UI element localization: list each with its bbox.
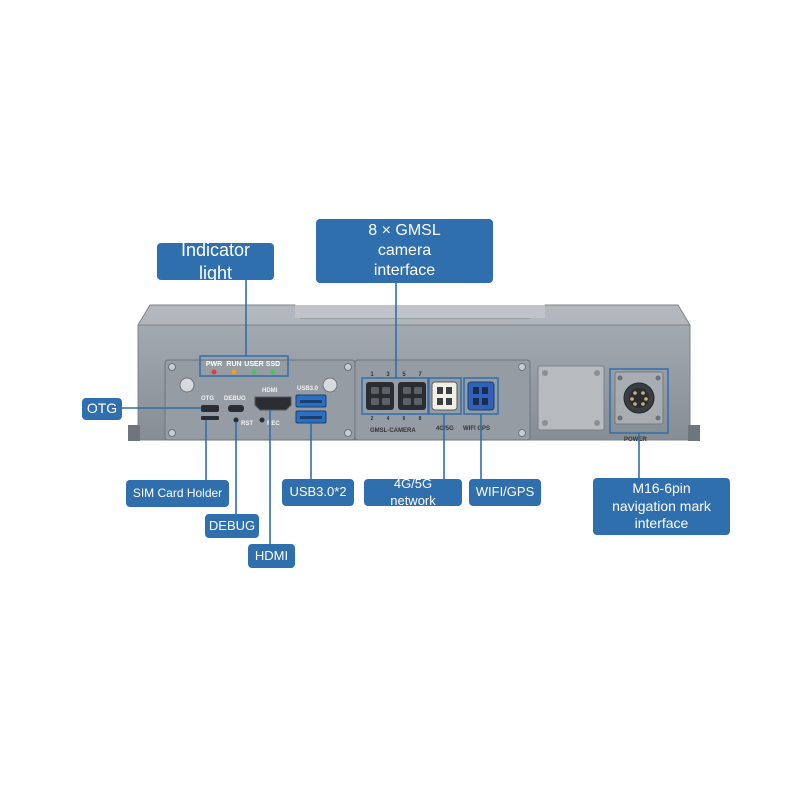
wifi-connector	[467, 381, 495, 411]
callout-hdmi: HDMI	[248, 544, 295, 568]
chassis-foot	[688, 425, 700, 441]
camera-number: 4	[387, 416, 390, 422]
callout-indicator-light: Indicator light	[157, 240, 274, 283]
led-label-pwr: PWR	[206, 361, 222, 368]
led-label-ssd: SSD	[266, 361, 280, 368]
usb-label: USB3.0	[297, 386, 319, 392]
led-label-user: USER	[244, 361, 263, 368]
rec-label: REC	[267, 421, 280, 427]
led-label-run: RUN	[226, 361, 241, 368]
otg-label: OTG	[201, 396, 214, 402]
power-label: POWER	[624, 437, 647, 443]
gmsl-connector-2	[398, 382, 426, 410]
led-user	[251, 369, 257, 375]
rst-label: RST	[241, 421, 253, 427]
panel-screws	[168, 363, 526, 437]
callout-wifi-gps: WIFI/GPS	[469, 479, 541, 506]
camera-number: 8	[419, 416, 422, 422]
thumb-screw	[322, 377, 338, 393]
callout-sim-card: SIM Card Holder	[126, 480, 229, 507]
callout-gmsl: 8 × GMSL camera interface	[316, 219, 493, 283]
led-run	[231, 369, 237, 375]
camera-number: 7	[418, 372, 422, 378]
gmsl-connector-1	[366, 382, 394, 410]
camera-number: 1	[370, 372, 374, 378]
debug-label: DEBUG	[224, 396, 246, 402]
lte-connector	[431, 381, 458, 411]
rec-button	[259, 417, 265, 423]
lte-label: 4G/5G	[436, 426, 454, 432]
chassis-foot	[128, 425, 140, 441]
camera-number: 6	[403, 416, 406, 422]
debug-port	[228, 405, 244, 412]
camera-numbers: 1 3 5 7 2 4 6 8	[370, 372, 422, 422]
led-highlight	[199, 355, 289, 377]
gmsl-label: GMSL-CAMERA	[370, 428, 416, 434]
camera-number: 3	[386, 372, 390, 378]
blank-cover	[537, 365, 605, 431]
led-ssd	[270, 369, 276, 375]
wifi-label: WIFI GPS	[463, 426, 490, 432]
sim-slot	[201, 416, 219, 420]
callout-usb: USB3.0*2	[282, 479, 354, 506]
leader-lines	[120, 280, 640, 544]
chassis-groove	[295, 305, 545, 318]
hdmi-label: HDMI	[262, 388, 278, 394]
camera-number: 2	[371, 416, 374, 422]
camera-number: 5	[402, 372, 406, 378]
otg-port	[201, 405, 219, 412]
callout-debug: DEBUG	[205, 514, 259, 538]
thumb-screw	[179, 377, 195, 393]
led-pwr	[211, 369, 217, 375]
rst-button	[233, 417, 239, 423]
callout-4g5g: 4G/5G network	[364, 476, 462, 508]
callout-m16: M16-6pin navigation mark interface	[593, 478, 730, 535]
hdmi-port	[254, 396, 292, 411]
callout-otg: OTG	[82, 398, 122, 420]
